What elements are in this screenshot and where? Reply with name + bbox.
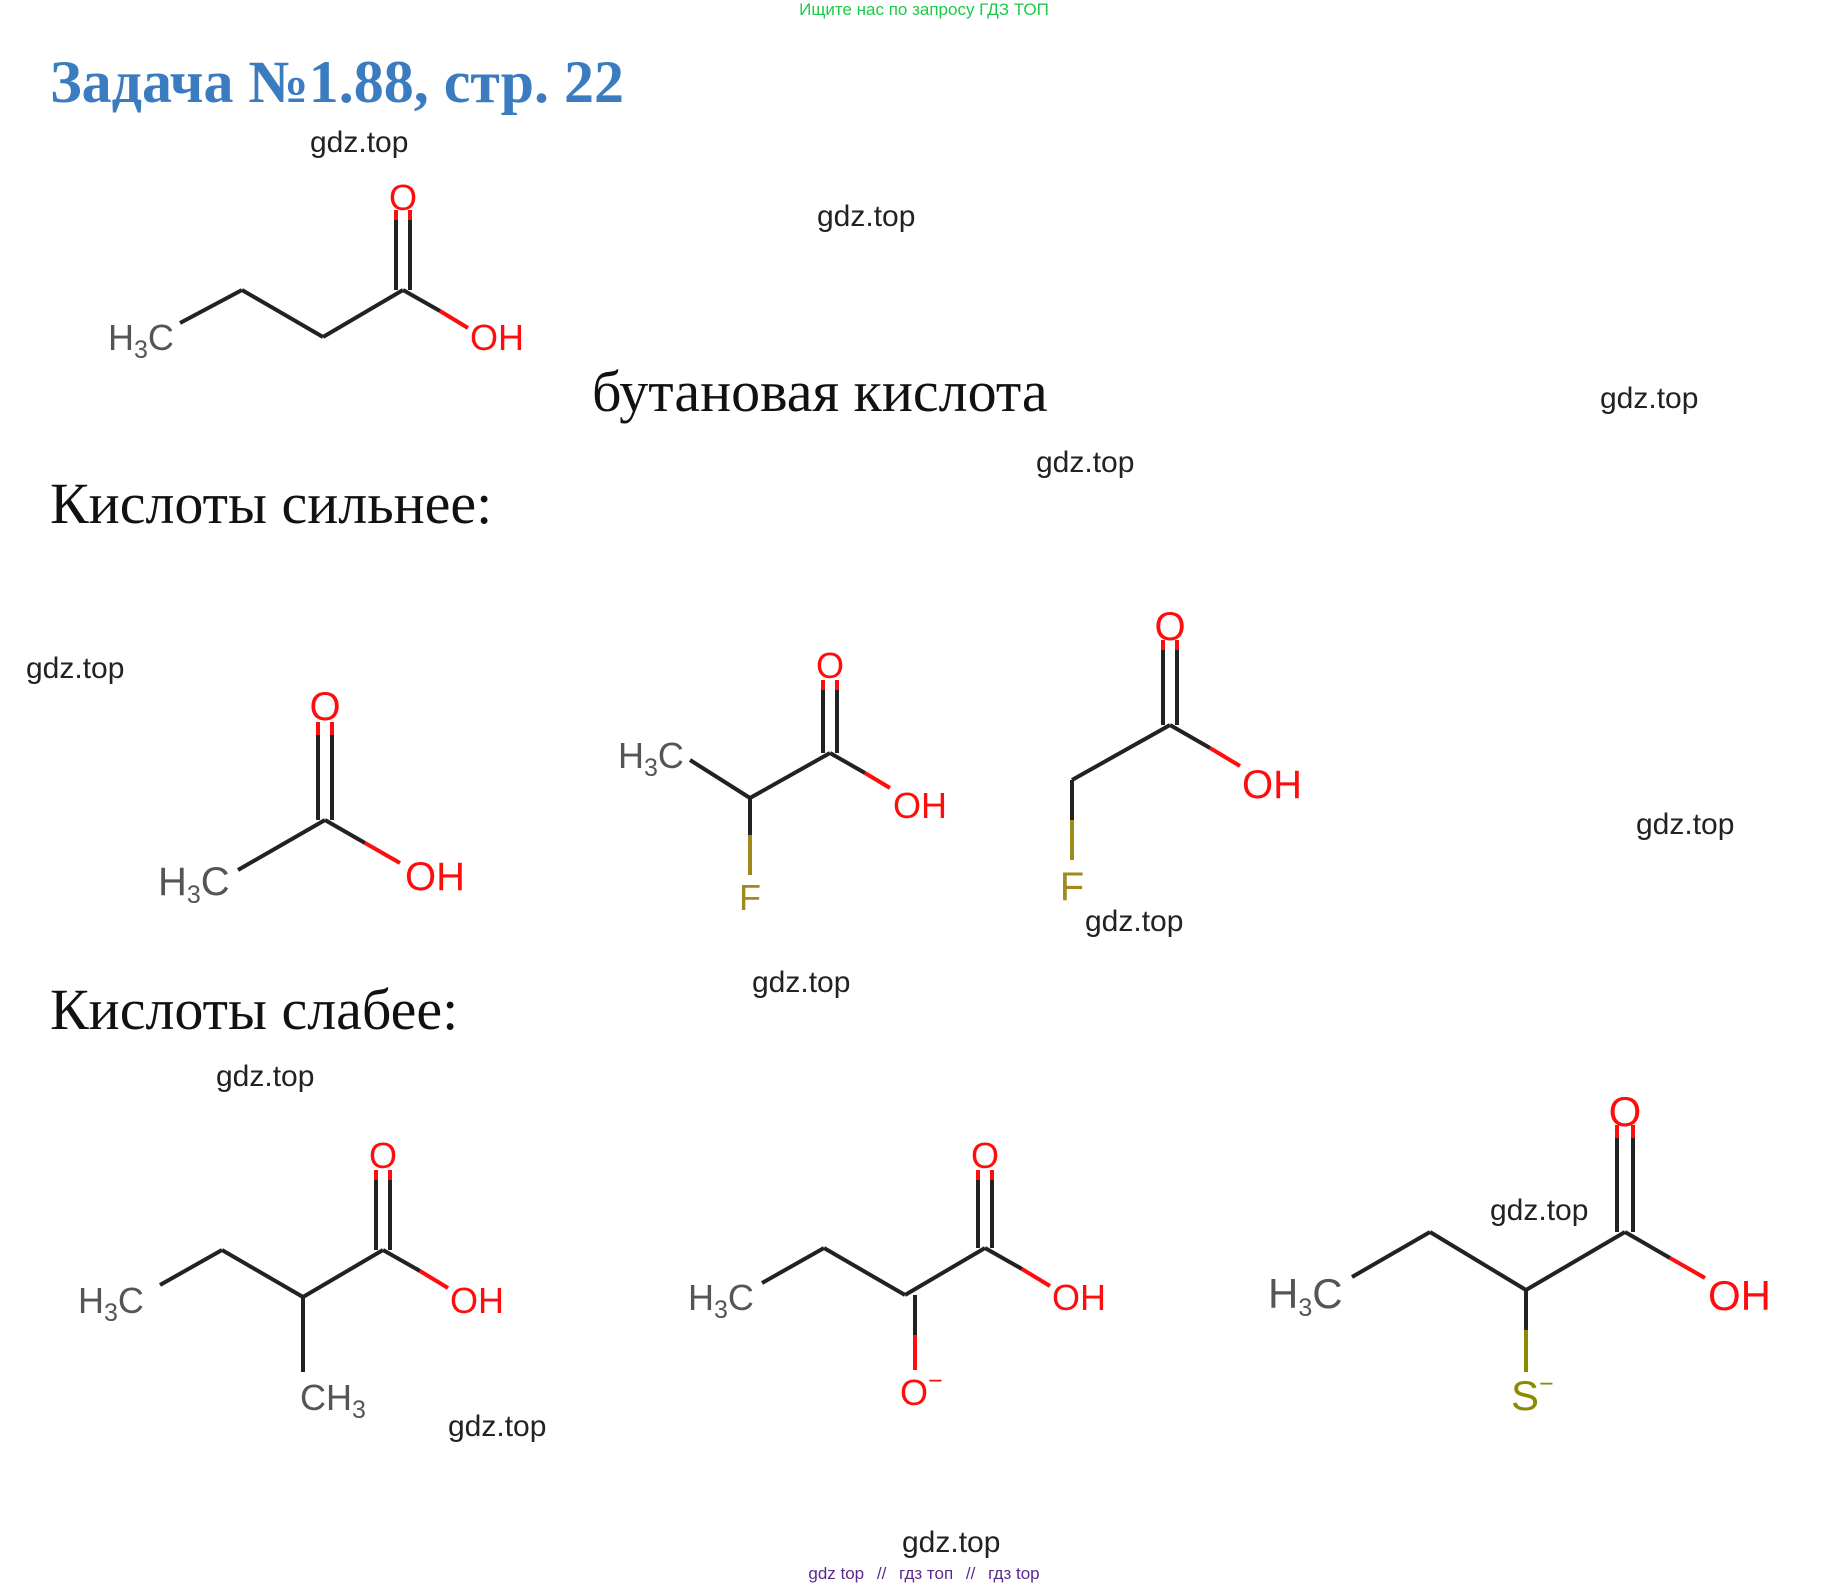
footer-separator: // <box>876 1564 887 1583</box>
stronger-acids-heading: Кислоты сильнее: <box>50 471 493 536</box>
watermark: gdz.top <box>1085 905 1184 938</box>
hydroxyl-label: OH <box>893 785 947 826</box>
fluorine-label: F <box>1060 865 1084 909</box>
methyl-label: H3C <box>78 1280 144 1327</box>
hydroxyl-label: OH <box>1708 1272 1771 1319</box>
footer-links: gdz top // гдз топ // гдз top <box>0 1564 1848 1584</box>
oxygen-label: O <box>389 177 417 218</box>
watermark: gdz.top <box>817 200 916 233</box>
fluoropropanoic-acid-structure: O OH F H3C <box>618 645 947 918</box>
watermark: gdz.top <box>752 966 851 999</box>
methylbutanoic-acid-structure: O OH H3C CH3 <box>78 1135 504 1424</box>
methyl-label: H3C <box>618 735 684 782</box>
watermark: gdz.top <box>310 126 409 159</box>
watermark: gdz.top <box>1600 382 1699 415</box>
methyl-label: H3C <box>158 860 230 909</box>
hydroxyl-label: OH <box>450 1280 504 1321</box>
oxygen-label: O <box>309 685 340 729</box>
watermark: gdz.top <box>216 1060 315 1093</box>
watermark: gdz.top <box>902 1526 1001 1559</box>
watermark: gdz.top <box>1490 1194 1589 1227</box>
hydroxyl-label: OH <box>1242 763 1302 807</box>
watermark: gdz.top <box>1036 446 1135 479</box>
watermark: gdz.top <box>448 1410 547 1443</box>
weaker-acids-heading: Кислоты слабее: <box>50 977 459 1042</box>
watermark: gdz.top <box>1636 808 1735 841</box>
fluorine-label: F <box>739 877 761 918</box>
acetic-acid-structure: O OH H3C <box>158 685 465 909</box>
methyl-label: H3C <box>1268 1270 1343 1322</box>
sulfide-anion-label: S− <box>1511 1370 1554 1419</box>
oxygen-label: O <box>971 1135 999 1176</box>
acid-name: бутановая кислота <box>592 359 1048 424</box>
oxygen-label: O <box>816 645 844 686</box>
footer-link[interactable]: gdz top <box>808 1564 865 1583</box>
butanoic-acid-structure: O OH H3C <box>108 177 524 364</box>
oxygen-label: O <box>369 1135 397 1176</box>
methyl-label: H3C <box>688 1277 754 1324</box>
methyl-label: H3C <box>108 317 174 364</box>
footer-link[interactable]: гдз top <box>988 1564 1040 1583</box>
footer-separator: // <box>965 1564 976 1583</box>
hydroxyl-label: OH <box>405 855 465 899</box>
fluoroacetic-acid-structure: O OH F <box>1060 605 1302 909</box>
page-title: Задача №1.88, стр. 22 <box>50 49 624 115</box>
footer-link[interactable]: гдз топ <box>899 1564 954 1583</box>
hydroxyl-label: OH <box>470 317 524 358</box>
hydroxyl-label: OH <box>1052 1277 1106 1318</box>
oxide-anion-label: O− <box>900 1367 943 1413</box>
branch-methyl-label: CH3 <box>300 1377 366 1424</box>
oxygen-label: O <box>1609 1088 1642 1135</box>
oxidobutanoic-acid-structure: O OH H3C O− <box>688 1135 1106 1413</box>
watermark: gdz.top <box>26 652 125 685</box>
oxygen-label: O <box>1154 605 1185 649</box>
sulfidobutanoic-acid-structure: O OH H3C S− <box>1268 1088 1771 1419</box>
search-banner: Ищите нас по запросу ГДЗ ТОП <box>799 0 1049 19</box>
